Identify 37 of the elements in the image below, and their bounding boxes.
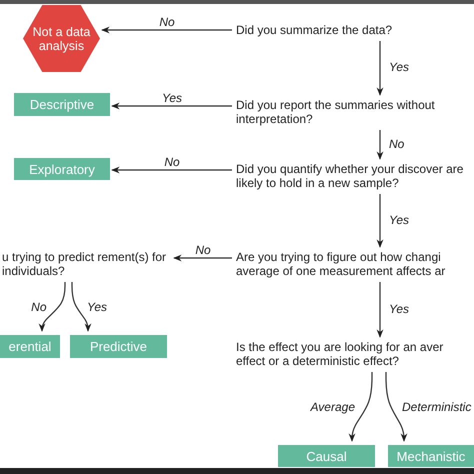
edge-label: No (30, 300, 48, 314)
result-box: Predictive (70, 335, 167, 358)
question-text: Did you quantify whether your discover are likely to hold in a new sample? (236, 162, 464, 190)
arrow (38, 282, 66, 332)
arrow (111, 102, 232, 110)
arrow (376, 130, 384, 160)
result-box: erential (0, 335, 60, 358)
arrow (111, 166, 232, 174)
arrow (376, 282, 384, 338)
edge-label: Yes (160, 92, 183, 105)
question-text: Did you summarize the data? (236, 23, 394, 37)
question-text: u trying to predict rement(s) for individuals? (2, 250, 168, 278)
question-text: Did you report the summaries without interpretation? (236, 98, 436, 126)
edge-label: No (194, 244, 212, 257)
result-box: Exploratory (14, 158, 110, 180)
result-box: Descriptive (14, 93, 110, 116)
arrow (101, 26, 232, 34)
arrow (376, 41, 384, 96)
question-text: Is the effect you are looking for an aver effect or a deterministic effect? (236, 340, 444, 368)
edge-label: Deterministic (401, 400, 472, 414)
edge-label: No (158, 16, 176, 29)
result-box: Mechanistic (388, 445, 474, 467)
result-box: Causal (278, 445, 375, 467)
arrow (385, 372, 408, 442)
result-label: Not a data analysis (32, 24, 92, 52)
edge-label: No (388, 138, 406, 150)
edge-label: Yes (388, 61, 410, 74)
arrow (348, 372, 373, 442)
edge-label: Yes (86, 300, 108, 314)
arrow (71, 282, 92, 332)
edge-label: Yes (388, 214, 410, 226)
question-text: Are you trying to figure out how changi average of one measurement affects ar (236, 250, 446, 278)
edge-label: Average (310, 400, 356, 414)
arrow (173, 254, 232, 262)
edge-label: No (163, 156, 181, 169)
arrow (376, 194, 384, 248)
edge-label: Yes (388, 302, 410, 316)
